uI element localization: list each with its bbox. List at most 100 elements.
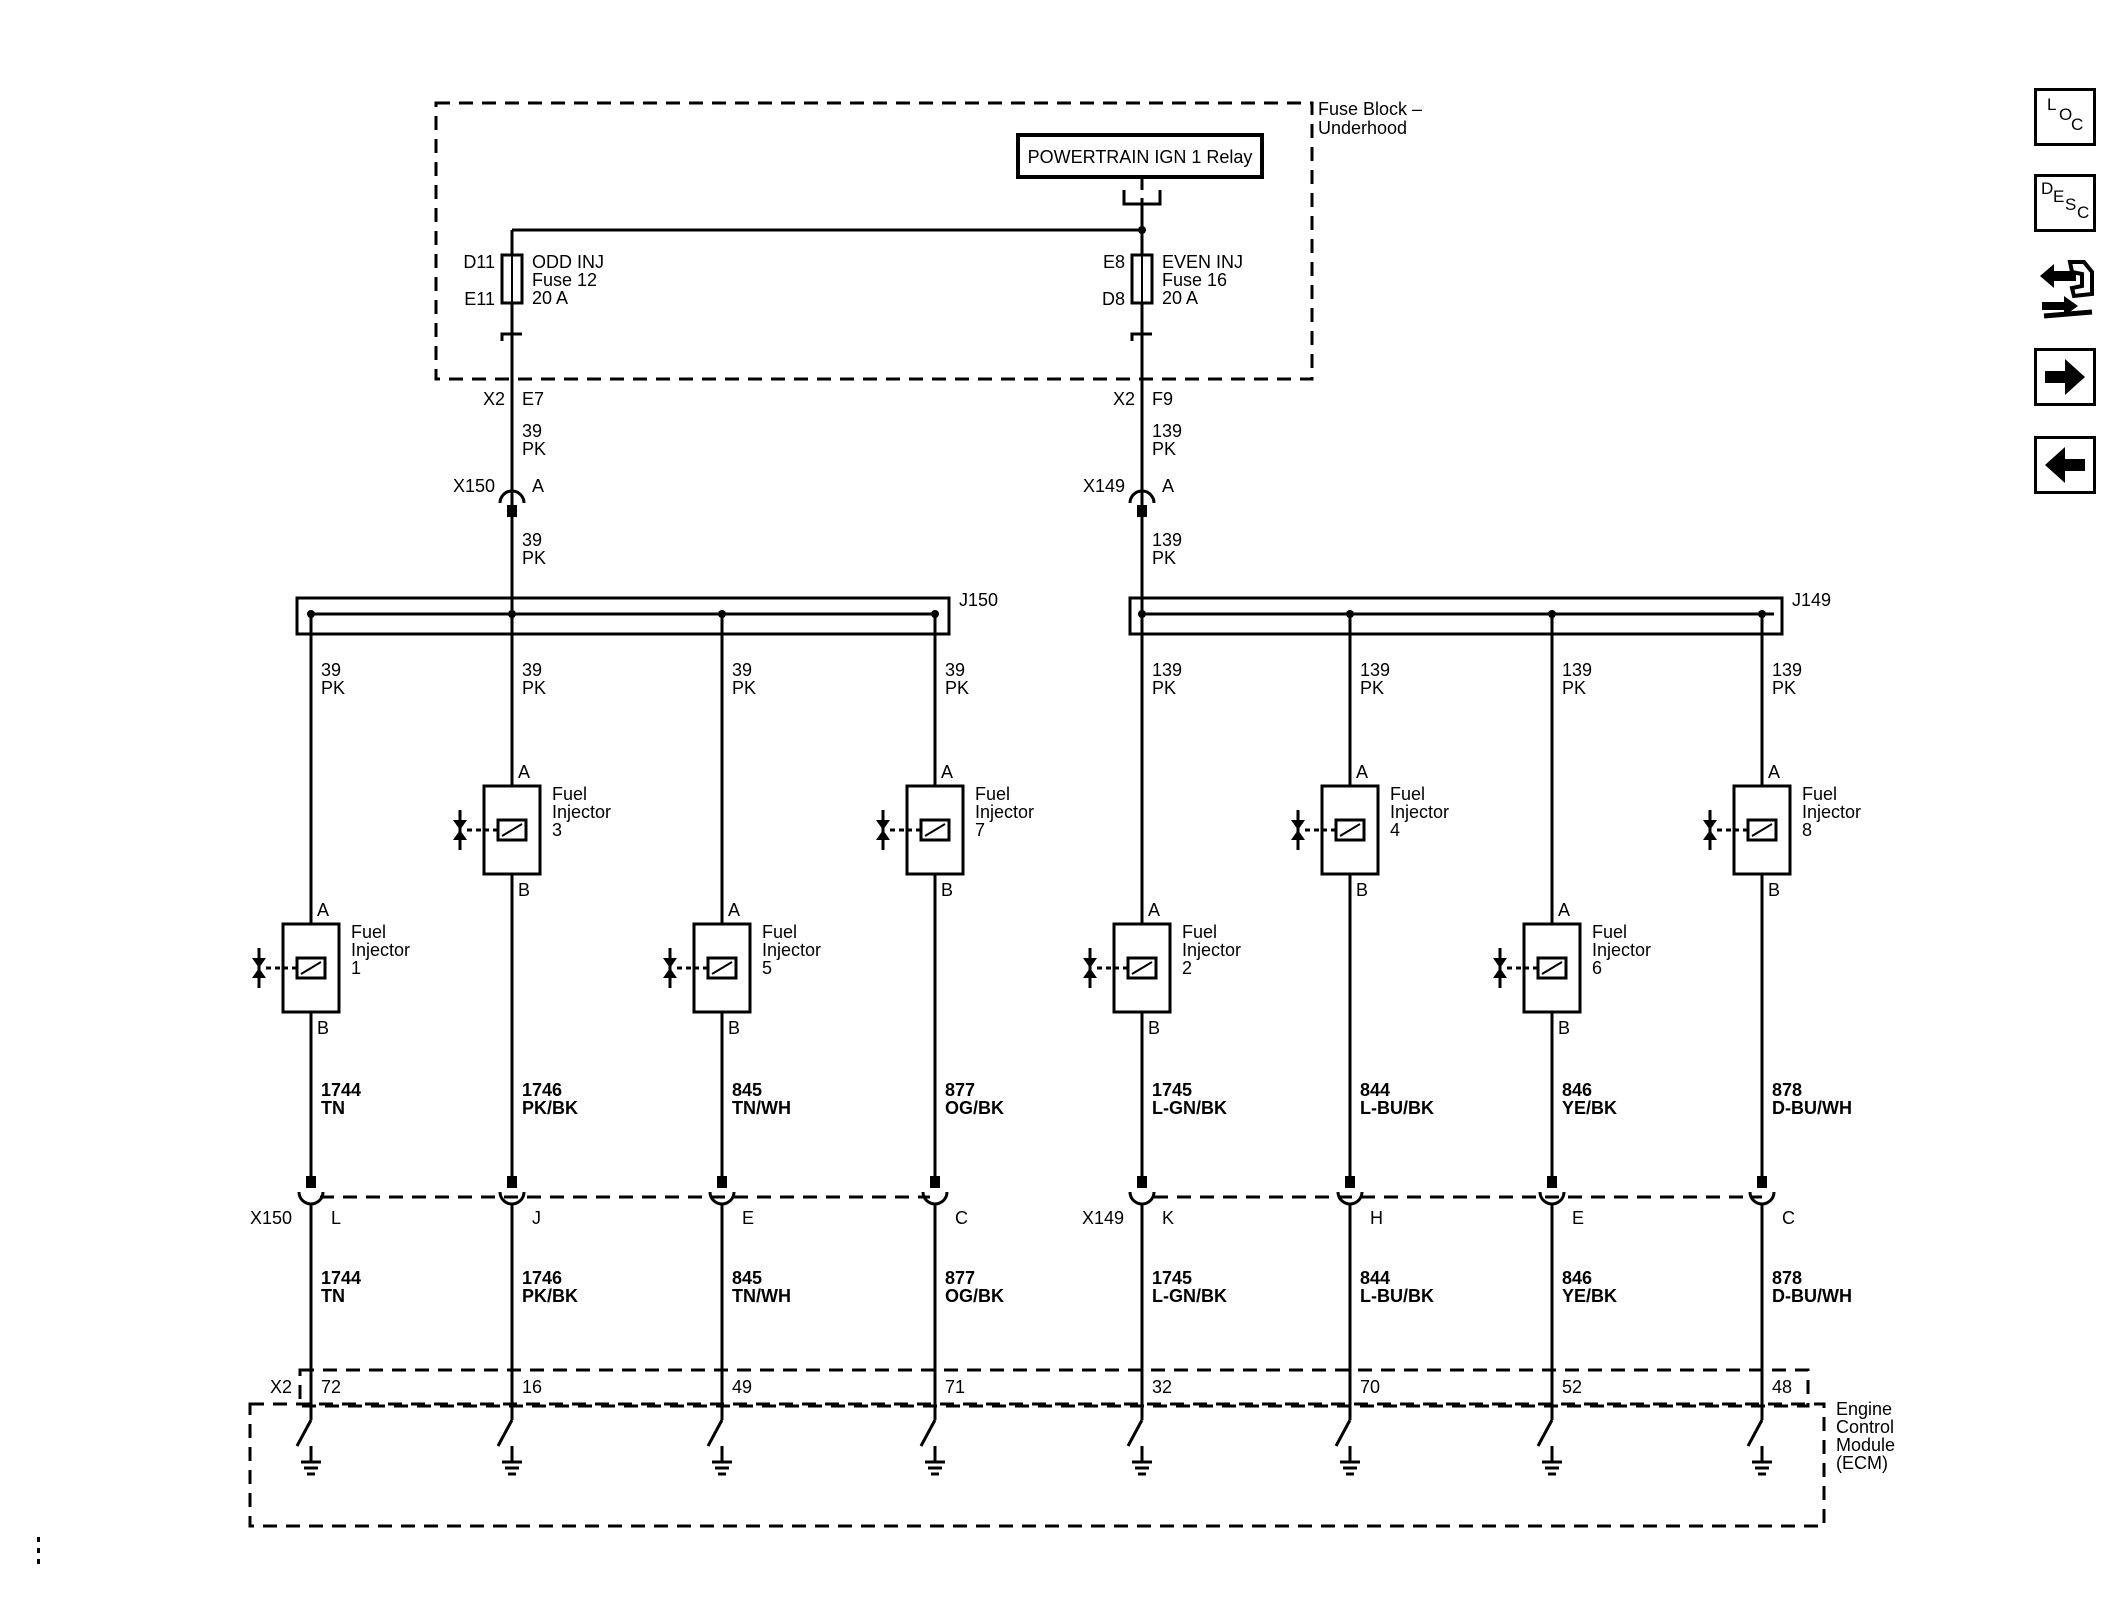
circuit-number: 844 [1360,1268,1390,1288]
ecm-connector-label: X2 [270,1377,292,1397]
injector-label: Fuel [552,784,587,804]
connector-label: X149 [1082,1208,1124,1228]
connector-pin: K [1162,1208,1174,1228]
circuit-color: L-GN/BK [1152,1098,1227,1118]
injector-label: Fuel [762,922,797,942]
valve-icon [1291,820,1305,830]
connector-pin: C [955,1208,968,1228]
ecm-pin: 70 [1360,1377,1380,1397]
connector-terminal [930,1176,940,1188]
injector-pin-a: A [317,900,329,920]
circuit-color: PK [321,678,345,698]
injector-label: Injector [1592,940,1651,960]
connector-pin: E7 [522,389,544,409]
fuse-rating: 20 A [532,288,568,308]
connector-label: X2 [483,389,505,409]
solenoid-icon [1541,961,1563,975]
valve-icon [1291,830,1305,840]
ecm-outline[interactable] [248,1402,1826,1528]
circuit-color: PK [1772,678,1796,698]
circuit-color: PK [522,439,546,459]
circuit-color: OG/BK [945,1286,1004,1306]
splice-pack-j150[interactable] [295,596,951,636]
fuse-pin-top: D11 [463,252,495,272]
ecm-pin: 49 [732,1377,752,1397]
circuit-number: 878 [1772,1080,1802,1100]
circuit-number: 39 [522,530,542,550]
injector-label: Fuel [1802,784,1837,804]
solenoid-icon [711,961,733,975]
relay-box[interactable] [1016,133,1264,179]
circuit-color: PK/BK [522,1286,578,1306]
valve-icon [876,830,890,840]
desc-button[interactable]: D E S C [2034,174,2096,232]
circuit-color: PK [1152,548,1176,568]
valve-icon [453,830,467,840]
next-button[interactable] [2034,348,2096,406]
connector-pin: L [331,1208,341,1228]
injector-pin-b: B [518,880,530,900]
injector-label: Fuel [975,784,1010,804]
driver-switch-icon [706,1419,724,1447]
fuse-number: Fuse 16 [1162,270,1227,290]
circuit-color: D-BU/WH [1772,1098,1852,1118]
connector-label: X2 [1113,389,1135,409]
injector-number: 3 [552,820,562,840]
valve-icon [663,958,677,968]
circuit-number: 139 [1152,421,1182,441]
injector-pin-b: B [1558,1018,1570,1038]
loc-button[interactable]: L O C [2034,88,2096,146]
circuit-number: 139 [1772,660,1802,680]
injector-pin-b: B [1148,1018,1160,1038]
circuit-number: 877 [945,1268,975,1288]
injector-pin-b: B [317,1018,329,1038]
circuit-color: YE/BK [1562,1098,1617,1118]
circuit-number: 39 [522,421,542,441]
circuit-number: 39 [321,660,341,680]
valve-icon [663,968,677,978]
circuit-color: TN/WH [732,1286,791,1306]
connector-terminal [507,1176,517,1188]
splice-label: J150 [959,590,998,610]
valve-icon [252,958,266,968]
relay-label: POWERTRAIN IGN 1 Relay [1028,147,1253,167]
connector-terminal [1345,1176,1355,1188]
connector-pin: F9 [1152,389,1173,409]
circuit-color: PK [1152,678,1176,698]
circuit-number: 878 [1772,1268,1802,1288]
splice-pack-j149[interactable] [1128,596,1784,636]
circuit-color: PK [522,548,546,568]
driver-switch-icon [295,1419,313,1447]
fuse-name: EVEN INJ [1162,252,1243,272]
circuit-number: 846 [1562,1080,1592,1100]
fuse-pin-bottom: E11 [464,289,495,309]
fuse-number: Fuse 12 [532,270,597,290]
connector-pin: A [532,476,544,496]
injector-pin-b: B [941,880,953,900]
relay-terminal-icon [1122,177,1162,232]
circuit-color: TN/WH [732,1098,791,1118]
prev-button[interactable] [2034,436,2096,494]
circuit-color: YE/BK [1562,1286,1617,1306]
fuse-block-title: Fuse Block – [1318,99,1422,119]
injector-label: Injector [1182,940,1241,960]
connector-label: X149 [1083,476,1125,496]
circuit-number: 39 [522,660,542,680]
injector-label: Injector [975,802,1034,822]
connector-x149[interactable] [1128,489,1156,517]
circuit-color: OG/BK [945,1098,1004,1118]
connector-tool-button[interactable] [2034,254,2096,324]
connector-terminal [1757,1176,1767,1188]
injector-label: Fuel [1592,922,1627,942]
circuit-number: 845 [732,1080,762,1100]
connector-x150[interactable] [498,489,526,517]
solenoid-icon [1339,823,1361,837]
injector-number: 4 [1390,820,1400,840]
driver-switch-icon [1334,1419,1352,1447]
circuit-number: 1744 [321,1268,361,1288]
injector-number: 2 [1182,958,1192,978]
connector-pin: A [1162,476,1174,496]
valve-icon [1493,968,1507,978]
terminal-icon [1130,332,1152,341]
solenoid-icon [501,823,523,837]
